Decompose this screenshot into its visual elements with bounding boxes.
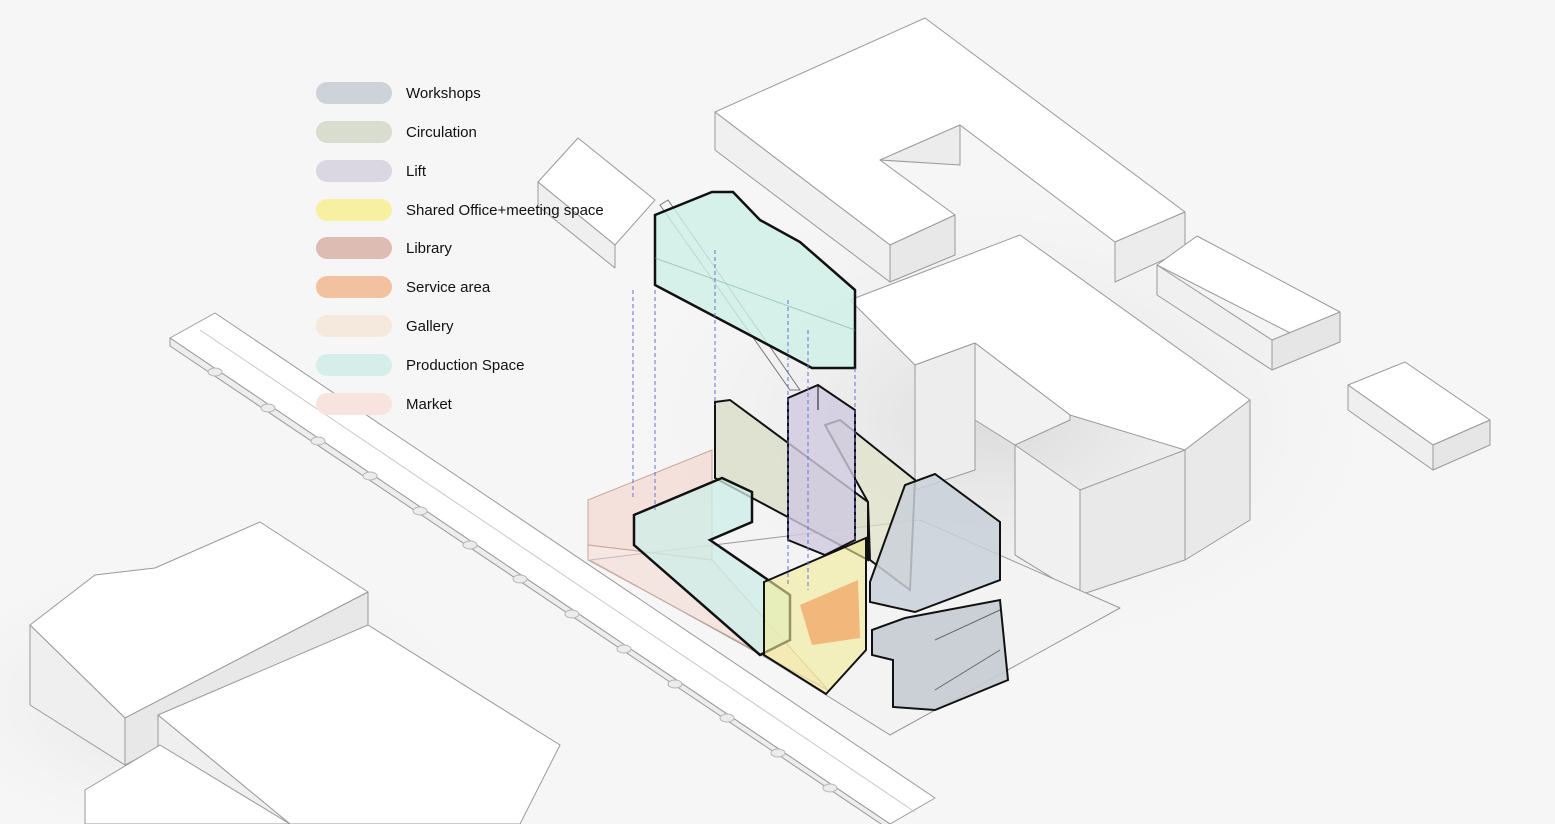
legend-item-circulation: Circulation [316,121,477,143]
volume-production-floating [653,190,857,391]
legend-label: Circulation [406,123,477,141]
legend-item-lift: Lift [316,160,426,182]
legend-label: Library [406,239,452,257]
legend-swatch [316,199,392,221]
legend-swatch [316,160,392,182]
context-building-east [1156,235,1341,371]
legend-label: Production Space [406,356,525,374]
elevated-track [169,312,936,824]
volume-lift [787,383,856,557]
legend-swatch [316,393,392,415]
legend-label: Service area [406,278,491,296]
legend-swatch [316,354,392,376]
legend-item-market: Market [316,393,452,415]
legend-swatch [316,121,392,143]
legend-swatch [316,82,392,104]
legend-item-service-area: Service area [316,276,490,298]
legend-label: Market [406,395,452,413]
volume-workshops [869,472,1010,712]
legend-item-workshops: Workshops [316,82,481,104]
projection-lines [632,250,856,590]
legend-item-library: Library [316,237,452,259]
volume-shared-office [763,536,867,696]
track-supports [207,367,838,793]
legend-swatch [316,237,392,259]
legend-label: Gallery [406,317,454,335]
context-building-gable [537,137,656,269]
legend-item-production-space: Production Space [316,354,524,376]
legend-item-shared-office: Shared Office+meeting space [316,199,604,221]
legend-swatch [316,276,392,298]
legend-label: Workshops [406,84,481,102]
context-building-north [714,17,1186,283]
context-building-south [84,624,561,824]
volume-production-ring [632,476,792,657]
context-building-far-east [1347,361,1491,471]
legend-label: Lift [406,162,427,180]
legend-swatch [316,315,392,337]
legend-label: Shared Office+meeting space [406,201,604,219]
legend-item-gallery: Gallery [316,315,454,337]
